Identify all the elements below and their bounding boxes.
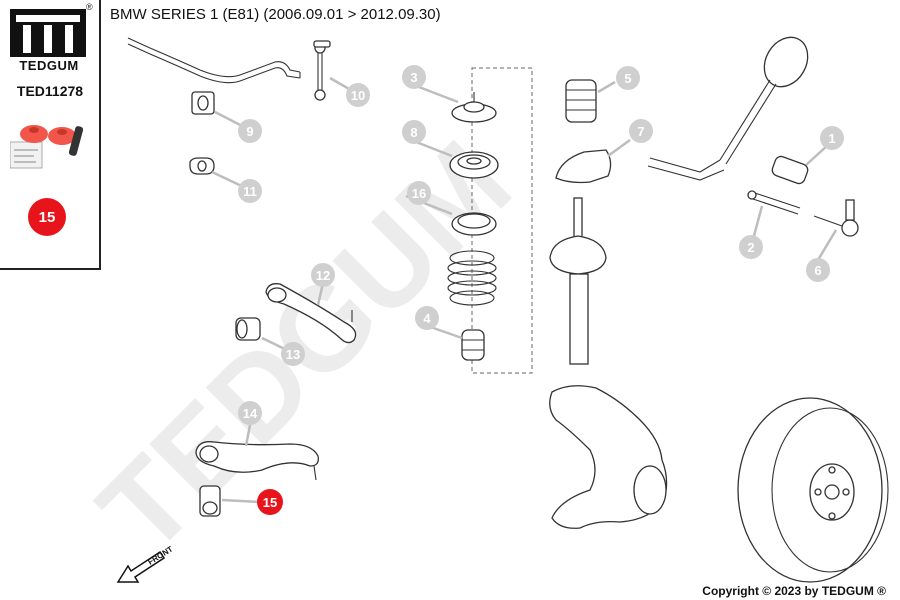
callout-8: 8 bbox=[402, 120, 426, 144]
dust-boot bbox=[565, 79, 597, 123]
callout-1-label: 1 bbox=[828, 131, 835, 146]
callout-3: 3 bbox=[402, 65, 426, 89]
stabilizer-link bbox=[313, 40, 331, 101]
callout-4: 4 bbox=[415, 306, 439, 330]
callout-15-label: 15 bbox=[263, 495, 277, 510]
callout-10: 10 bbox=[346, 83, 370, 107]
callout-6: 6 bbox=[806, 258, 830, 282]
callout-9: 9 bbox=[238, 119, 262, 143]
callout-12-label: 12 bbox=[316, 268, 330, 283]
copyright-text: Copyright © 2023 by TEDGUM ® bbox=[702, 584, 886, 598]
strut-bearing bbox=[449, 151, 499, 179]
callout-6-label: 6 bbox=[814, 263, 821, 278]
tie-rod-end bbox=[813, 199, 859, 237]
callout-4-label: 4 bbox=[423, 311, 431, 326]
page-title: BMW SERIES 1 (E81) (2006.09.01 > 2012.09… bbox=[110, 6, 441, 23]
callout-3-label: 3 bbox=[410, 70, 417, 85]
spring-pad bbox=[451, 212, 497, 236]
sidebar-panel: ® TEDGUM TED11278 15 bbox=[0, 0, 101, 270]
callout-8-label: 8 bbox=[410, 125, 417, 140]
callout-15: 15 bbox=[257, 489, 283, 515]
steering-boot bbox=[771, 155, 809, 185]
top-mount bbox=[451, 92, 497, 123]
callout-13-label: 13 bbox=[286, 347, 300, 362]
callout-2: 2 bbox=[739, 235, 763, 259]
callout-11: 11 bbox=[238, 179, 262, 203]
bump-stop bbox=[461, 329, 485, 361]
callout-14-label: 14 bbox=[243, 406, 258, 421]
callout-14: 14 bbox=[238, 401, 262, 425]
callout-9-label: 9 bbox=[246, 124, 253, 139]
part-code: TED11278 bbox=[16, 83, 84, 99]
callout-2-label: 2 bbox=[747, 240, 754, 255]
control-arm-upper bbox=[265, 283, 357, 344]
callout-13: 13 bbox=[281, 342, 305, 366]
stabilizer-bar bbox=[127, 37, 301, 84]
callout-16-label: 16 bbox=[412, 186, 426, 201]
brand-name: TEDGUM bbox=[19, 58, 79, 73]
registered-mark: ® bbox=[86, 2, 93, 12]
callout-5-label: 5 bbox=[624, 71, 631, 86]
stabilizer-clamp bbox=[189, 157, 215, 175]
steering-column bbox=[647, 36, 809, 181]
tie-rod bbox=[747, 190, 801, 215]
callout-7: 7 bbox=[629, 119, 653, 143]
callout-11-label: 11 bbox=[243, 184, 257, 199]
leader-lines bbox=[211, 76, 838, 504]
product-photo bbox=[10, 125, 84, 169]
callout-1: 1 bbox=[820, 126, 844, 150]
control-arm-lower bbox=[195, 441, 319, 481]
highlight-badge: 15 bbox=[28, 198, 66, 236]
spring-seat bbox=[555, 149, 612, 184]
callout-5: 5 bbox=[616, 66, 640, 90]
control-arm-bushing-15 bbox=[199, 485, 221, 517]
callout-12: 12 bbox=[311, 263, 335, 287]
wheel bbox=[737, 397, 889, 583]
stabilizer-bushing bbox=[191, 91, 215, 115]
callout-10-label: 10 bbox=[351, 88, 365, 103]
callout-7-label: 7 bbox=[637, 124, 644, 139]
steering-knuckle bbox=[549, 385, 668, 529]
callout-16: 16 bbox=[407, 181, 431, 205]
brand-logo bbox=[10, 9, 86, 57]
control-arm-bushing-13 bbox=[235, 317, 261, 341]
shock-absorber bbox=[549, 197, 607, 365]
coil-spring bbox=[447, 250, 497, 306]
